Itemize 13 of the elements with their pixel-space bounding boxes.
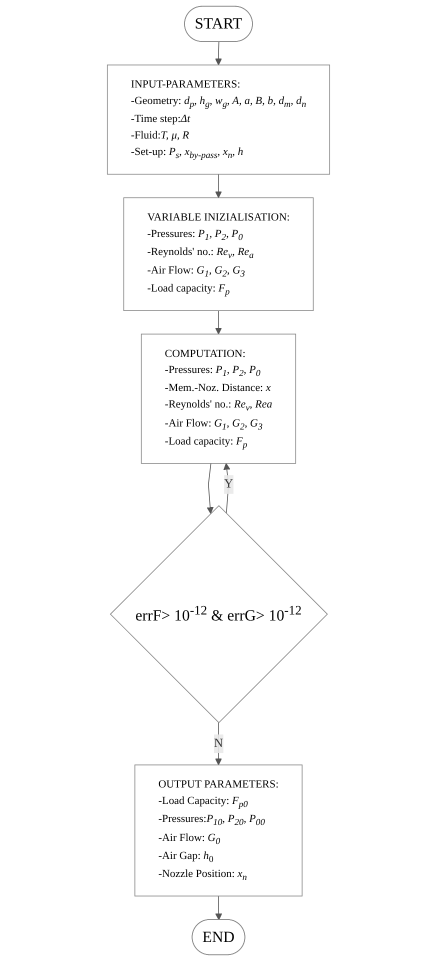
node-diamond: errF> 10$^{-12}$ & errG> 10$^{-12}$ xyxy=(110,505,328,724)
arrow xyxy=(215,310,222,334)
arrow xyxy=(215,722,222,766)
edge-label: Y xyxy=(224,477,234,491)
arrow xyxy=(206,463,214,514)
node-box: COMPUTATION: -Pressures: P$_{1}$, P$_{2}$, P$_{0}$ -Mem.-Noz. Distance: x -Reynolds' no.: Re$_{v}$, Rea -Air Flow: G$_{1}$, G$_{2}$, G$_{3}$ -Load capacity: F$_{p}$ xyxy=(140,334,296,464)
arrow xyxy=(215,896,222,920)
arrow xyxy=(215,174,222,198)
edge-label: N xyxy=(214,736,224,750)
node-box: VARIABLE INIZIALISATION: -Pressures: P$_{1}$, P$_{2}$, P$_{0}$ -Reynolds' no.: Re$_{v}$, Re$_{a}$ -Air Flow: G$_{1}$, G$_{2}$, G$_{3}$ -Load capacity: F$_{p}$ xyxy=(123,197,314,311)
node-box: INPUT-PARAMETERS: -Geometry: d$_{p}$, h$_{g}$, w$_{g}$, A, a, B, b, d$_{m}$, d$_{n}$ -Time step:Δt -Fluid:T, μ, R -Set-up: P$_{s}$, x$_{by-pass}$, x$_{n}$, h xyxy=(106,64,330,175)
node-box: OUTPUT PARAMETERS: -Load Capacity: F$_{p0}$ -Pressures:P$_{10}$, P$_{20}$, P$_{00}$ -Air Flow: G$_{0}$ -Air Gap: h$_{0}$ -Nozzle Position: x$_{n}$ xyxy=(134,764,303,896)
arrow xyxy=(215,41,222,66)
